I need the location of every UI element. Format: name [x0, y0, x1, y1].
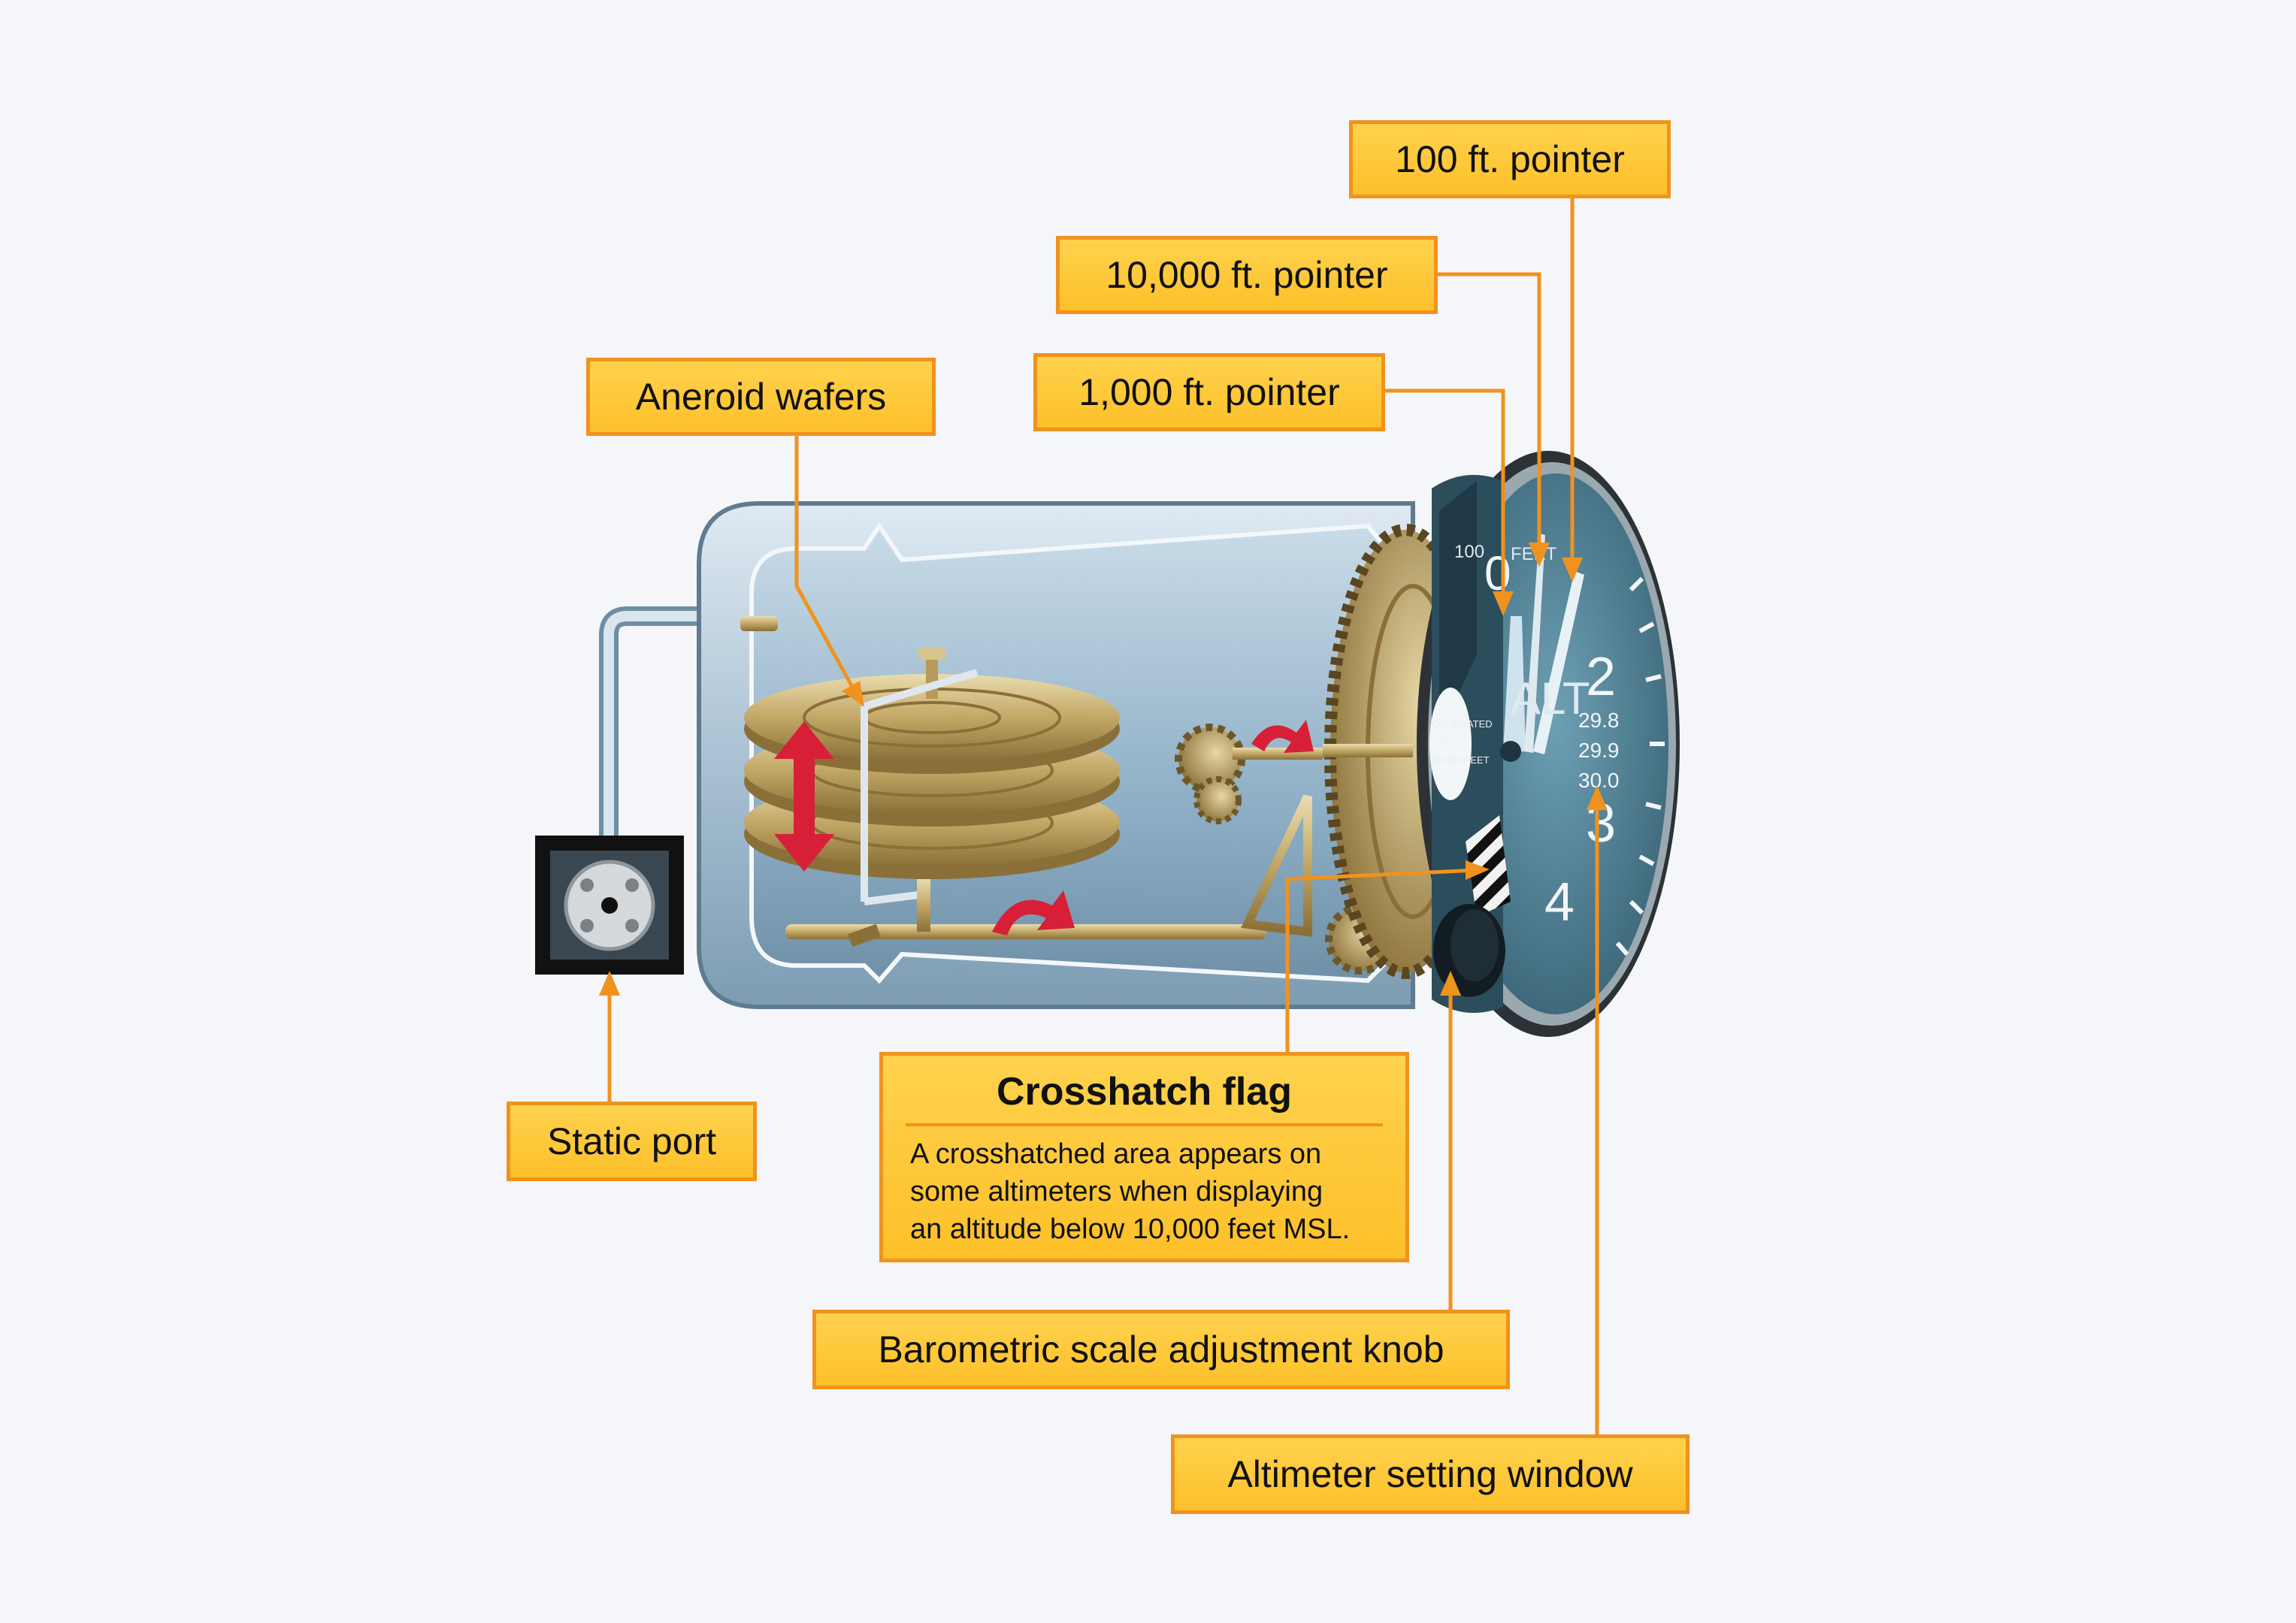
label-10000-ft-pointer: 10,000 ft. pointer: [1056, 236, 1438, 314]
label-10000-ft-pointer-text: 10,000 ft. pointer: [1106, 254, 1388, 296]
label-altimeter-setting-window: Altimeter setting window: [1171, 1434, 1689, 1514]
label-100-ft-pointer: 100 ft. pointer: [1349, 120, 1671, 198]
altimeter-dial: [1417, 451, 1680, 1037]
label-1000-ft-pointer-text: 1,000 ft. pointer: [1078, 371, 1340, 413]
motion-arrows: [774, 720, 1314, 935]
label-aneroid-wafers: Aneroid wafers: [586, 358, 936, 436]
baro-value-29-9: 29.9: [1578, 739, 1620, 762]
hundred-foot-pointer-needle: [1533, 571, 1584, 754]
rocking-shaft: [785, 879, 1266, 948]
label-aneroid-wafers-text: Aneroid wafers: [635, 376, 887, 418]
label-static-port: Static port: [507, 1102, 757, 1181]
crosshatch-flag-title: Crosshatch flag: [906, 1069, 1383, 1126]
static-port: [535, 836, 684, 975]
label-static-port-text: Static port: [546, 1120, 717, 1162]
linkage-bracket: [861, 669, 979, 905]
baro-value-30-0: 30.0: [1578, 769, 1620, 792]
crosshatch-line-2: some altimeters when displaying: [910, 1176, 1323, 1207]
label-100-ft-pointer-text: 100 ft. pointer: [1395, 138, 1625, 180]
dial-note-line-3: 20,000 FEET: [1432, 754, 1490, 766]
dial-numeral-4: 4: [1544, 872, 1575, 932]
dial-tick-marks: [1615, 576, 1665, 956]
crosshatch-flag-description: A crosshatched area appears on some alti…: [910, 1135, 1383, 1248]
crosshatch-line-1: A crosshatched area appears on: [910, 1138, 1322, 1170]
dial-note-line-1: CALIBRATED: [1432, 718, 1493, 730]
label-barometric-knob-text: Barometric scale adjustment knob: [878, 1328, 1444, 1371]
dial-word-alt: ALT: [1511, 673, 1590, 724]
dial-numeral-2: 2: [1586, 647, 1616, 707]
leader-lines: [607, 195, 1599, 1437]
leader-arrowheads: [599, 543, 1608, 996]
label-altimeter-setting-window-text: Altimeter setting window: [1227, 1453, 1633, 1495]
crosshatch-line-3: an altitude below 10,000 feet MSL.: [910, 1213, 1351, 1245]
label-1000-ft-pointer: 1,000 ft. pointer: [1033, 353, 1385, 431]
ten-thousand-foot-pointer-needle: [1524, 533, 1545, 753]
crosshatch-flag-callout: Crosshatch flag A crosshatched area appe…: [879, 1052, 1409, 1262]
baro-value-29-8: 29.8: [1578, 709, 1620, 732]
dial-hundreds-label: 100: [1454, 542, 1484, 562]
aneroid-wafer-stack: [744, 648, 1120, 879]
static-tube: [599, 606, 710, 849]
label-barometric-knob: Barometric scale adjustment knob: [812, 1310, 1510, 1389]
dial-note-line-2: TO: [1439, 736, 1453, 748]
thousand-foot-pointer-needle: [1503, 616, 1526, 751]
